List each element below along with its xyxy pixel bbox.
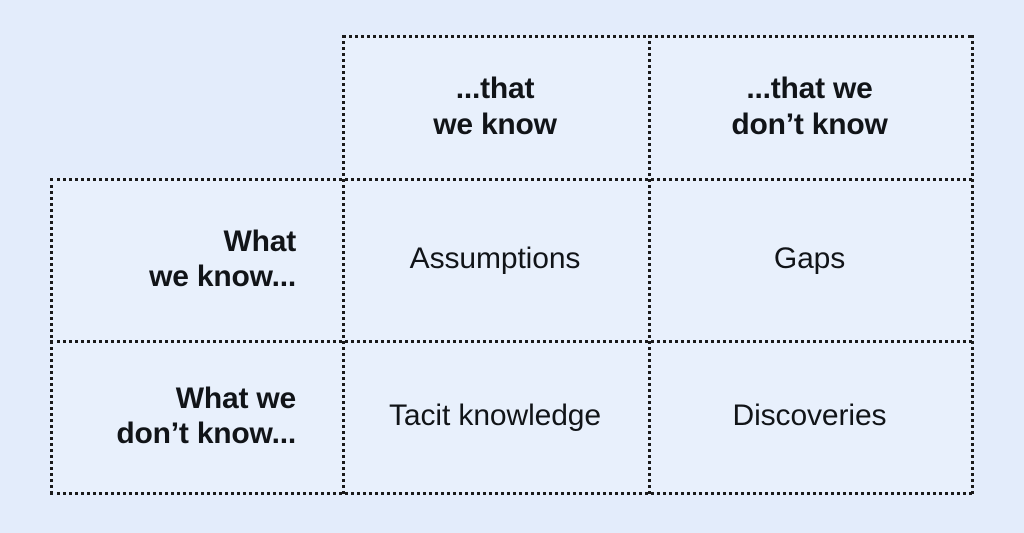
- column-header-that-we-dont-know: ...that we don’t know: [648, 35, 971, 178]
- matrix-corner-cell: [50, 35, 342, 178]
- matrix-cell-tacit-knowledge: Tacit knowledge: [342, 340, 648, 492]
- row-header-what-we-know: What we know...: [50, 178, 342, 340]
- column-header-that-we-know: ...that we know: [342, 35, 648, 178]
- matrix-cell-gaps: Gaps: [648, 178, 971, 340]
- matrix-cell-discoveries: Discoveries: [648, 340, 971, 492]
- matrix-cell-assumptions: Assumptions: [342, 178, 648, 340]
- row-header-what-we-dont-know: What we don’t know...: [50, 340, 342, 492]
- grid-line-right: [971, 35, 974, 494]
- grid-line-bottom: [50, 492, 972, 495]
